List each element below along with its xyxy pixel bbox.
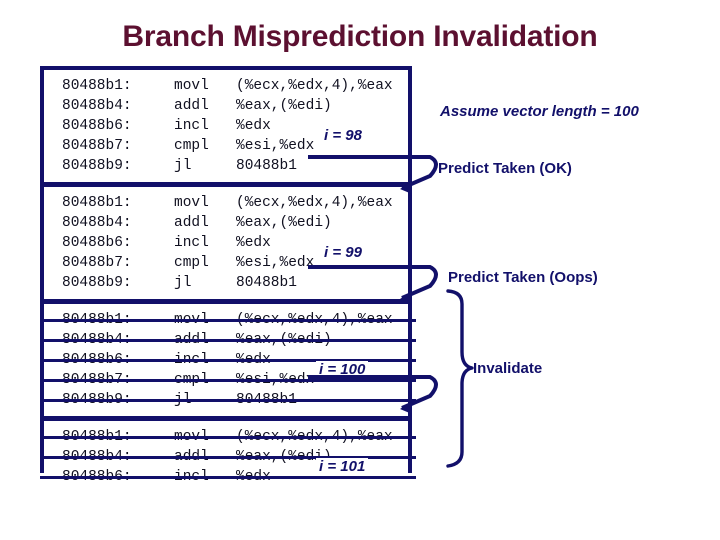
code-line: 80488b1: movl (%ecx,%edx,4),%eax [40, 310, 416, 330]
instruction-address: 80488b6: [62, 352, 132, 368]
instruction-operands: (%ecx,%edx,4),%eax [236, 195, 393, 211]
iteration-label-98: i = 98 [321, 127, 365, 144]
instruction-opcode: addl [174, 332, 209, 348]
instruction-operands: 80488b1 [236, 392, 297, 408]
instruction-opcode: cmpl [174, 138, 209, 154]
instruction-opcode: movl [174, 429, 209, 445]
instruction-address: 80488b1: [62, 312, 132, 328]
code-block-iteration-99: 80488b1: movl (%ecx,%edx,4),%eax 80488b4: a… [44, 182, 408, 299]
instruction-address: 80488b7: [62, 372, 132, 388]
instruction-address: 80488b4: [62, 98, 132, 114]
instruction-address: 80488b7: [62, 138, 132, 154]
code-line: 80488b9: jl 80488b1 [40, 390, 416, 410]
code-line: 80488b1: movl (%ecx,%edx,4),%eax [40, 427, 416, 447]
code-line: 80488b4: addl %eax,(%edi) [44, 96, 408, 116]
code-line: 80488b6: incl %edx [44, 233, 408, 253]
instruction-address: 80488b9: [62, 392, 132, 408]
instruction-operands: %edx [236, 235, 271, 251]
instruction-operands: %eax,(%edi) [236, 98, 332, 114]
instruction-address: 80488b4: [62, 215, 132, 231]
instruction-operands: %edx [236, 352, 271, 368]
instruction-operands: %edx [236, 118, 271, 134]
code-line: 80488b6: incl %edx [40, 350, 416, 370]
code-trace-container: 80488b1: movl (%ecx,%edx,4),%eax 80488b4: a… [40, 66, 416, 493]
instruction-address: 80488b6: [62, 235, 132, 251]
instruction-opcode: cmpl [174, 255, 209, 271]
instruction-opcode: movl [174, 312, 209, 328]
iteration-label-101: i = 101 [316, 458, 369, 475]
iteration-label-100: i = 100 [316, 361, 369, 378]
code-line: 80488b4: addl %eax,(%edi) [44, 213, 408, 233]
instruction-operands: (%ecx,%edx,4),%eax [236, 78, 393, 94]
instruction-address: 80488b4: [62, 332, 132, 348]
instruction-opcode: addl [174, 449, 209, 465]
code-line: 80488b7: cmpl %esi,%edx [44, 136, 408, 156]
invalidate-brace [446, 289, 474, 468]
instruction-operands: %esi,%edx [236, 138, 315, 154]
instruction-opcode: movl [174, 195, 209, 211]
instruction-opcode: movl [174, 78, 209, 94]
instruction-address: 80488b9: [62, 158, 132, 174]
iteration-label-99: i = 99 [321, 244, 365, 261]
code-line: 80488b4:addl%eax,(%edi) [40, 447, 416, 467]
instruction-address: 80488b6: [62, 118, 132, 134]
code-line: 80488b6: incl %edx [40, 467, 416, 487]
instruction-opcode: incl [174, 235, 209, 251]
annotation-predict-taken-oops: Predict Taken (Oops) [448, 269, 598, 286]
instruction-operands: (%ecx,%edx,4),%eax [236, 429, 393, 445]
instruction-opcode: incl [174, 118, 209, 134]
code-line: 80488b6: incl %edx [44, 116, 408, 136]
annotation-invalidate: Invalidate [473, 360, 543, 377]
instruction-address: 80488b1: [62, 195, 132, 211]
instruction-address: 80488b6: [62, 469, 132, 485]
code-line: 80488b7: cmpl %esi,%edx [40, 370, 416, 390]
instruction-operands: %esi,%edx [236, 255, 315, 271]
code-line: 80488b7: cmpl %esi,%edx [44, 253, 408, 273]
instruction-opcode: jl [174, 158, 192, 174]
instruction-opcode: jl [174, 275, 192, 291]
instruction-address: 80488b9: [62, 275, 132, 291]
instruction-opcode: jl [174, 392, 192, 408]
instruction-opcode: incl [174, 469, 209, 485]
instruction-opcode: cmpl [174, 372, 209, 388]
page-title: Branch Misprediction Invalidation [122, 20, 598, 53]
instruction-operands: %edx [236, 469, 271, 485]
code-block-iteration-100: 80488b1: movl (%ecx,%edx,4),%eax 80488b4: a… [40, 299, 416, 416]
annotation-predict-taken-ok: Predict Taken (OK) [438, 160, 572, 177]
code-line: 80488b1: movl (%ecx,%edx,4),%eax [44, 76, 408, 96]
code-line: 80488b9: jl 80488b1 [44, 273, 408, 293]
instruction-opcode: addl [174, 98, 209, 114]
instruction-address: 80488b1: [62, 429, 132, 445]
code-line: 80488b9: jl 80488b1 [44, 156, 408, 176]
code-block-iteration-101: 80488b1: movl (%ecx,%edx,4),%eax 80488b4: a… [40, 416, 416, 493]
instruction-address: 80488b1: [62, 78, 132, 94]
instruction-opcode: incl [174, 352, 209, 368]
code-line: 80488b4: addl %eax,(%edi) [40, 330, 416, 350]
code-block-iteration-98: 80488b1: movl (%ecx,%edx,4),%eax 80488b4: a… [44, 70, 408, 182]
instruction-operands: 80488b1 [236, 158, 297, 174]
instruction-operands: 80488b1 [236, 275, 297, 291]
instruction-address: 80488b4: [62, 449, 132, 465]
annotation-assume-vector-length: Assume vector length = 100 [440, 103, 639, 120]
instruction-address: 80488b7: [62, 255, 132, 271]
code-line: 80488b1: movl (%ecx,%edx,4),%eax [44, 193, 408, 213]
instruction-operands: (%ecx,%edx,4),%eax [236, 312, 393, 328]
instruction-operands: %eax,(%edi) [236, 332, 332, 348]
instruction-opcode: addl [174, 215, 209, 231]
instruction-operands: %esi,%edx [236, 372, 315, 388]
instruction-operands: %eax,(%edi) [236, 215, 332, 231]
